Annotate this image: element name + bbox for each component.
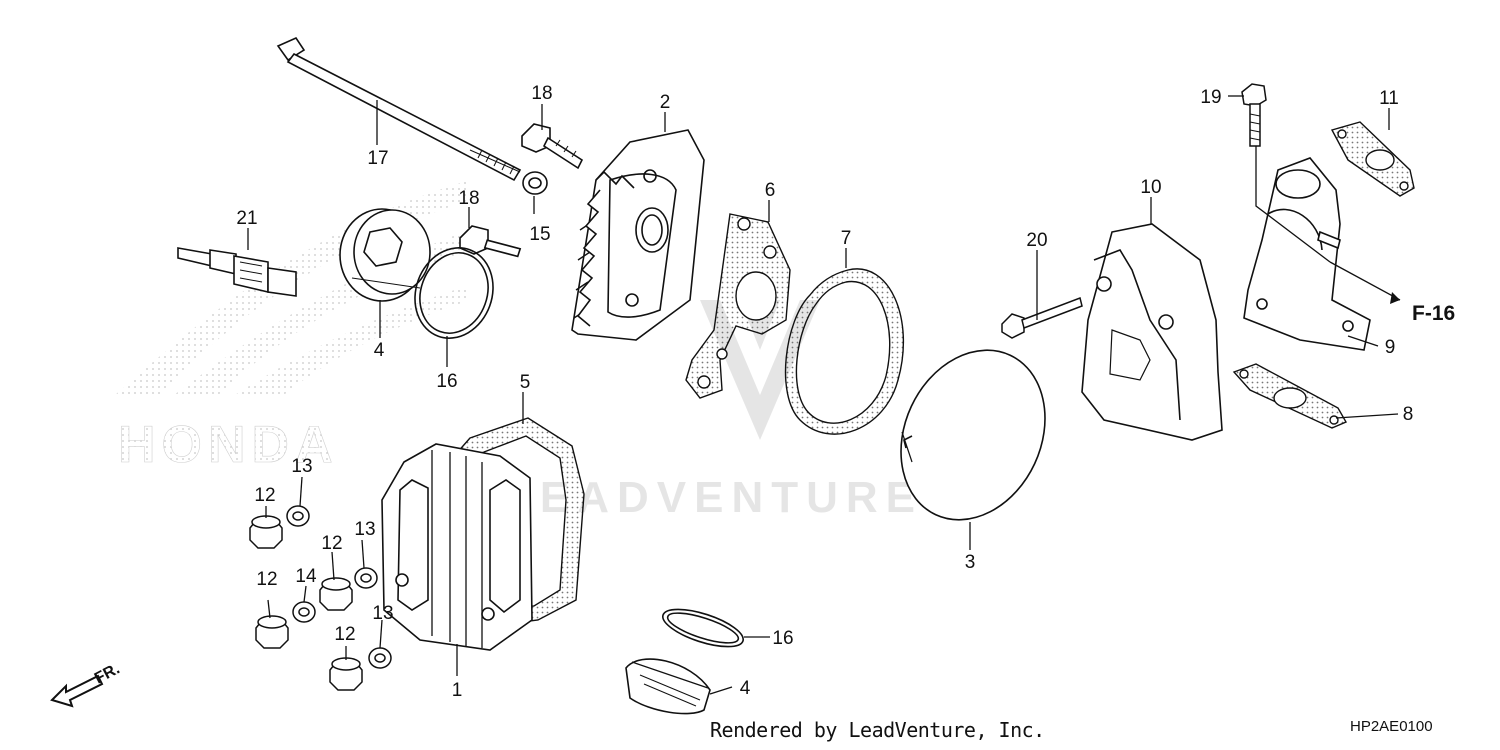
callout-12-d: 12	[334, 624, 355, 645]
part-18-bolt-lower	[459, 225, 522, 258]
part-21-spark-plug	[177, 247, 297, 297]
callout-13-b: 13	[354, 519, 375, 540]
part-9-intake-manifold	[1243, 157, 1371, 351]
part-4-filler-cap	[339, 208, 431, 302]
callout-14: 14	[295, 566, 317, 587]
part-12-cap-nut-d	[329, 657, 363, 691]
callout-labels: 1 2 3 4 4 5 6 7 8 9 10 11 12 12 12 12 13…	[236, 83, 1413, 701]
part-14-washer	[292, 601, 316, 623]
part-19-bolt	[1241, 83, 1267, 147]
part-6-gasket	[685, 213, 791, 399]
diagram-code: HP2AE0100	[1350, 718, 1433, 735]
part-13-washer-c	[368, 647, 392, 669]
front-direction-indicator: FR.	[50, 660, 123, 708]
callout-21: 21	[236, 208, 257, 229]
callout-5: 5	[520, 372, 531, 393]
front-arrow-icon	[50, 674, 104, 708]
callout-15: 15	[529, 224, 550, 245]
part-7-ring-gasket	[784, 268, 905, 435]
part-12-cap-nut-a	[249, 515, 283, 549]
callout-13-c: 13	[372, 603, 393, 624]
part-11-gasket	[1330, 121, 1415, 197]
callout-12-b: 12	[321, 533, 342, 554]
reference-f16-label: F-16	[1412, 302, 1455, 325]
callout-19: 19	[1200, 87, 1221, 108]
leader-lines	[247, 95, 1401, 695]
callout-16-lower: 16	[772, 628, 793, 649]
callout-17: 17	[367, 148, 388, 169]
part-17-stud-bolt	[276, 36, 522, 182]
callout-1: 1	[452, 680, 463, 701]
part-18-bolt-upper	[521, 123, 584, 170]
part-12-cap-nut-b	[319, 577, 353, 611]
part-13-washer-a	[286, 505, 310, 527]
callout-6: 6	[765, 180, 776, 201]
part-4-plug-lower	[625, 658, 711, 715]
part-3-cover-disc	[900, 349, 1046, 521]
part-2-cylinder-head	[571, 129, 705, 341]
callout-20: 20	[1026, 230, 1047, 251]
callout-4-lower: 4	[740, 678, 751, 699]
part-16-o-ring-upper	[414, 247, 494, 339]
callout-18-upper: 18	[531, 83, 552, 104]
part-15-washer	[522, 171, 548, 195]
honda-watermark-text: HONDA	[118, 416, 339, 474]
callout-9: 9	[1385, 337, 1396, 358]
part-1-head-cover	[381, 443, 533, 651]
f16-arrowhead	[1390, 292, 1400, 304]
callout-2: 2	[660, 92, 671, 113]
part-12-cap-nut-c	[255, 615, 289, 649]
callout-12-c: 12	[256, 569, 277, 590]
callout-10: 10	[1140, 177, 1161, 198]
credit-text: Rendered by LeadVenture, Inc.	[710, 718, 1045, 742]
callout-8: 8	[1403, 404, 1414, 425]
callout-11: 11	[1379, 88, 1399, 109]
callout-18-lower: 18	[458, 188, 479, 209]
callout-12-a: 12	[254, 485, 275, 506]
part-13-washer-b	[354, 567, 378, 589]
callout-3: 3	[965, 552, 976, 573]
callout-13-a: 13	[291, 456, 312, 477]
part-10-intake-cover	[1081, 223, 1223, 441]
part-8-gasket	[1232, 363, 1347, 429]
callout-16-upper: 16	[436, 371, 457, 392]
part-20-bolt	[1001, 296, 1083, 339]
part-16-o-ring-lower	[662, 608, 744, 648]
callout-4-upper: 4	[374, 340, 385, 361]
callout-7: 7	[841, 228, 852, 249]
